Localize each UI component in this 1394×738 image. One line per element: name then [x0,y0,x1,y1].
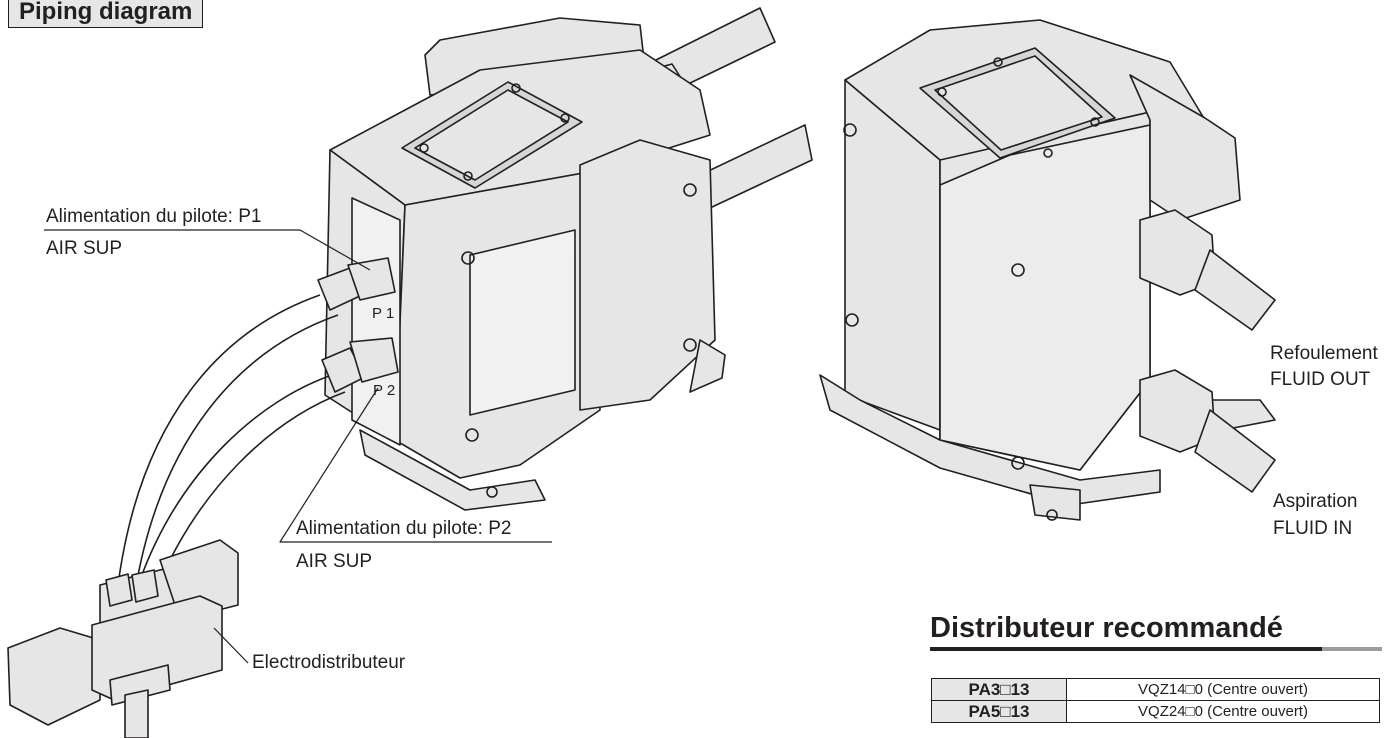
recommend-rule [930,647,1322,651]
port-mark-p2: P 2 [373,382,395,399]
valve-cell: VQZ24□0 (Centre ouvert) [1066,700,1380,723]
label-electro-valve: Electrodistributeur [252,652,406,673]
right-pump-top-cover [919,47,1116,159]
table-row: PA3□13 VQZ14□0 (Centre ouvert) [931,678,1380,701]
label-p1-air-sup: AIR SUP [46,238,123,259]
left-pump-top-cover [401,81,583,189]
left-pump-fittings [317,257,399,393]
recommend-table: PA3□13 VQZ14□0 (Centre ouvert) PA5□13 VQ… [931,678,1380,723]
label-fluid-in-fr: Aspiration [1273,491,1358,512]
leader-lines [44,229,552,664]
right-pump-fluid-pipes [1139,209,1276,493]
label-fluid-out-fr: Refoulement [1270,343,1378,364]
label-p2-supply: Alimentation du pilote: P2 [296,518,512,539]
electro-valve [7,539,239,738]
label-fluid-in: FLUID IN [1273,518,1353,539]
valve-cell: VQZ14□0 (Centre ouvert) [1066,678,1380,701]
model-cell: PA5□13 [931,700,1067,723]
table-row: PA5□13 VQZ24□0 (Centre ouvert) [931,700,1380,723]
recommend-title: Distributeur recommandé [930,612,1283,644]
right-pump-screws [843,57,1100,521]
recommend-rule-accent [1322,647,1382,651]
left-pump-screws [419,83,697,498]
air-supply-tubes [117,294,346,593]
label-p1-supply: Alimentation du pilote: P1 [46,206,262,227]
model-cell: PA3□13 [931,678,1067,701]
label-fluid-out: FLUID OUT [1270,369,1371,390]
label-p2-air-sup: AIR SUP [296,551,373,572]
section-badge: Piping diagram [8,0,204,28]
port-mark-p1: P 1 [372,305,394,322]
